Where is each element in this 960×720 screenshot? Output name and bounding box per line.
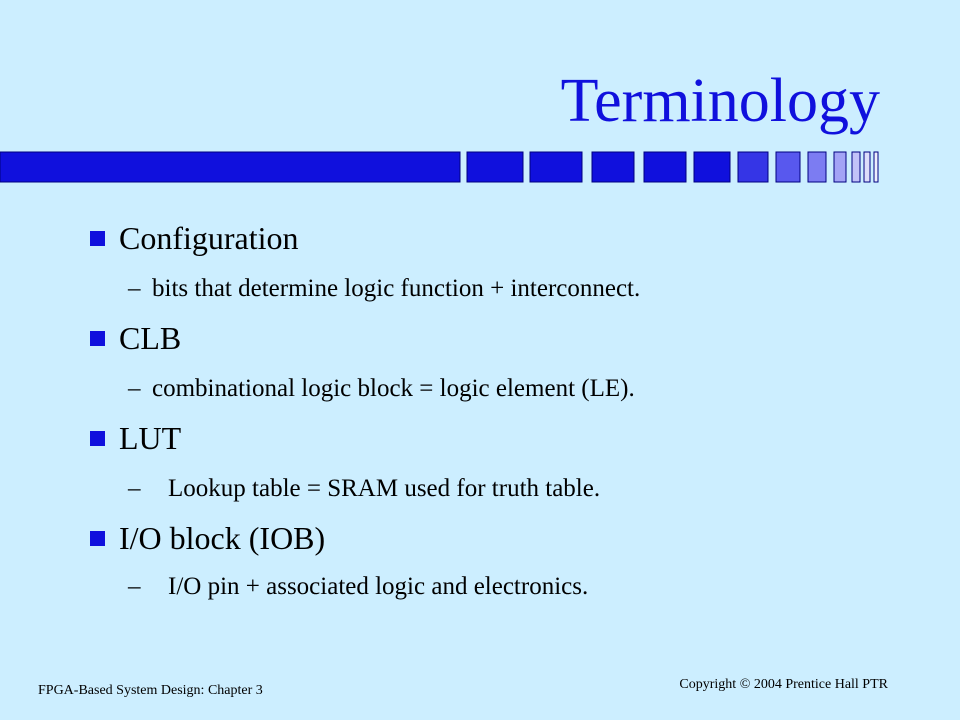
sub-item: – I/O pin + associated logic and electro… [128, 574, 588, 599]
square-bullet-icon [90, 330, 105, 346]
slide-title: Terminology [560, 67, 880, 135]
bar-segment [466, 151, 524, 183]
bullet-label: LUT [119, 420, 182, 456]
bullet-label: CLB [119, 320, 182, 356]
bar-segment [0, 151, 461, 183]
bar-segment [863, 151, 871, 183]
bullet-label: Configuration [119, 220, 299, 256]
list-item: CLB [90, 322, 181, 354]
sub-item-text: Lookup table = SRAM used for truth table… [168, 475, 601, 502]
bar-segment [833, 151, 847, 183]
bar-segment [737, 151, 769, 183]
dash-marker: – [128, 275, 141, 302]
list-item: LUT [90, 422, 181, 454]
sub-item: – Lookup table = SRAM used for truth tab… [128, 476, 600, 501]
footer-chapter: FPGA-Based System Design: Chapter 3 [38, 683, 263, 698]
title-bar-strip-icon [0, 151, 879, 183]
square-bullet-icon [90, 530, 105, 546]
bar-segment [873, 151, 879, 183]
bullet-label: I/O block (IOB) [119, 520, 326, 556]
sub-item-text: bits that determine logic function + int… [152, 275, 641, 302]
bar-segment [693, 151, 731, 183]
square-bullet-icon [90, 430, 105, 446]
square-bullet-icon [90, 230, 105, 246]
bar-segment [851, 151, 861, 183]
dash-marker: – [128, 375, 141, 402]
sub-item-text: I/O pin + associated logic and electroni… [168, 573, 589, 600]
list-item: I/O block (IOB) [90, 522, 325, 554]
list-item: Configuration [90, 222, 299, 254]
sub-item: – bits that determine logic function + i… [128, 276, 640, 301]
footer-copyright: Copyright © 2004 Prentice Hall PTR [679, 677, 888, 692]
sub-item-text: combinational logic block = logic elemen… [152, 375, 635, 402]
bar-segment [529, 151, 583, 183]
dash-marker: – [128, 573, 141, 600]
dash-marker: – [128, 475, 141, 502]
bar-segment [643, 151, 687, 183]
sub-item: – combinational logic block = logic elem… [128, 376, 635, 401]
bar-segment [807, 151, 827, 183]
bar-segment [775, 151, 801, 183]
bar-segment [591, 151, 635, 183]
